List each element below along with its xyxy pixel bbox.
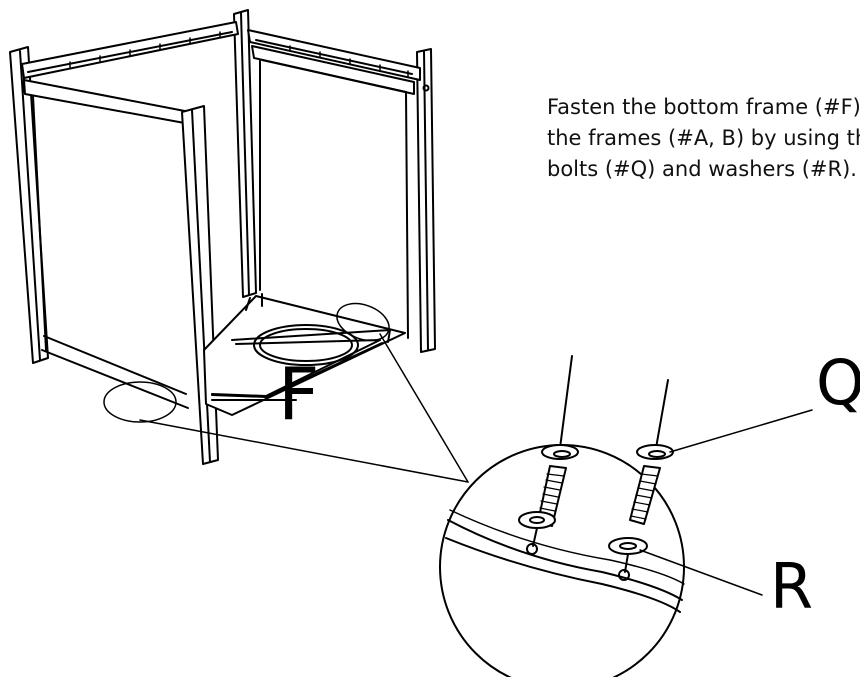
- instruction-line: bolts (#Q) and washers (#R).: [547, 157, 857, 181]
- left-post: [9, 46, 49, 364]
- front-post: [181, 105, 219, 465]
- bottom-frame-label: F: [278, 352, 320, 436]
- frame-b-panel: [251, 45, 430, 339]
- washer-callout-line: [639, 549, 763, 596]
- top-rail-right: [247, 29, 421, 81]
- zoom-marker-left: [103, 381, 177, 423]
- right-post: [416, 48, 436, 353]
- detail-magnifier: [439, 355, 685, 677]
- bolt-label: Q: [816, 346, 860, 419]
- bottom-frame-f: [203, 293, 406, 416]
- bolt-q-right: [608, 379, 674, 573]
- top-rail-left: [21, 21, 239, 93]
- instruction-line: Fasten the bottom frame (#F) to: [547, 95, 860, 119]
- bolt-q-left: [518, 355, 579, 547]
- washer-label: R: [770, 550, 814, 623]
- instruction-text: Fasten the bottom frame (#F) to the fram…: [547, 92, 860, 185]
- back-post: [233, 9, 257, 298]
- frame-a-panel: [23, 79, 191, 409]
- instruction-line: the frames (#A, B) by using the: [547, 126, 860, 150]
- zoom-marker-right: [336, 302, 390, 342]
- bolt-callout-line: [669, 409, 813, 453]
- zoom-leader-lines: [139, 333, 469, 483]
